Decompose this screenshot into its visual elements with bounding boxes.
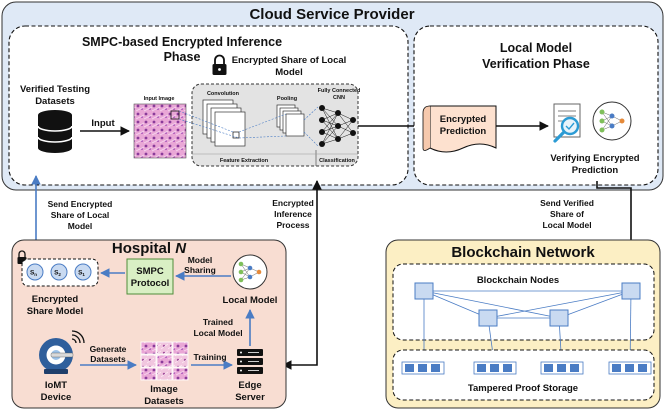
smpc-protocol-box	[126, 258, 174, 295]
blockchain-nodes-area	[392, 263, 655, 341]
edge-server-icon	[237, 349, 263, 374]
verification-phase-title-line1: Local Model	[500, 41, 572, 55]
verified-datasets-label-line2: Datasets	[35, 96, 75, 107]
input-image	[133, 103, 187, 159]
training-label: Training	[193, 352, 226, 362]
edge-server-line1: Edge	[238, 380, 261, 391]
image-datasets-icon	[140, 341, 189, 381]
pooling-layers	[276, 104, 305, 137]
image-datasets-line1: Image	[150, 384, 177, 395]
verifying-label-line1: Verifying Encrypted	[550, 153, 639, 164]
verified-datasets-label-line1: Verified Testing	[20, 84, 90, 95]
cnn-connection-lines	[178, 106, 319, 147]
verification-model-icon	[592, 101, 632, 141]
fully-connected-label-line2: CNN	[333, 95, 345, 101]
encrypted-prediction-line2: Prediction	[440, 126, 487, 137]
tampered-proof-storage-label: Tampered Proof Storage	[468, 383, 578, 394]
send-verified-label-line1: Send Verified	[540, 198, 594, 208]
share-s1: S1	[74, 263, 92, 281]
send-share-label-line1: Send Encrypted	[48, 199, 113, 209]
iomt-device-icon	[39, 338, 74, 374]
encrypted-prediction-document	[429, 105, 497, 153]
blockchain-title: Blockchain Network	[451, 244, 595, 261]
model-sharing-line2: Sharing	[184, 265, 216, 275]
encrypted-prediction-scroll-curl	[422, 105, 431, 151]
send-share-label-line2: Share of Local	[51, 210, 110, 220]
convolution-label: Convolution	[207, 91, 240, 97]
image-datasets-line2: Datasets	[144, 396, 184, 407]
encrypted-share-label-line1: Encrypted Share of Local	[232, 55, 347, 66]
share-sn: Sn	[26, 263, 44, 281]
encrypted-share-label-line2: Model	[275, 67, 302, 78]
share-s2: S2	[50, 263, 68, 281]
verification-phase-box	[413, 25, 659, 186]
hospital-title: Hospital N	[112, 240, 187, 257]
storage-block-chain-1	[401, 361, 445, 375]
cloud-title: Cloud Service Provider	[249, 6, 414, 23]
magnifier-document-icon	[553, 103, 581, 143]
blockchain-node	[478, 309, 498, 327]
cloud-service-provider-region: Cloud Service Provider SMPC-based Encryp…	[1, 1, 664, 191]
model-sharing-line1: Model	[188, 255, 213, 265]
database-icon	[37, 110, 73, 153]
tampered-proof-storage-area	[392, 349, 655, 401]
svg-text:S2: S2	[54, 270, 61, 278]
input-image-label: Input Image	[144, 96, 175, 102]
hospital-region: Hospital N Sn S2 S1 Encrypted Share Mode…	[11, 239, 287, 409]
iomt-device-line1: IoMT	[45, 380, 67, 391]
send-share-label-line3: Model	[68, 221, 93, 231]
encrypted-share-model-line1: Encrypted	[32, 294, 79, 305]
storage-block-chain-2	[473, 361, 517, 375]
inference-label-line3: Process	[276, 220, 309, 230]
smpc-protocol-line1: SMPC	[136, 266, 164, 277]
storage-block-chain-3	[540, 361, 584, 375]
blockchain-node	[549, 309, 569, 327]
encrypted-prediction-line1: Encrypted	[440, 114, 487, 125]
smpc-protocol-line2: Protocol	[131, 278, 170, 289]
local-model-icon	[232, 254, 268, 290]
wifi-icon	[71, 330, 85, 344]
classification-label: Classification	[319, 158, 355, 164]
svg-text:Sn: Sn	[30, 270, 37, 278]
encrypted-share-model-line2: Share Model	[27, 306, 84, 317]
fully-connected-label-line1: Fully Connected	[318, 88, 361, 94]
iomt-device-line2: Device	[41, 392, 72, 403]
generate-datasets-line2: Datasets	[90, 354, 126, 364]
send-verified-label-line2: Share of	[550, 209, 584, 219]
blockchain-nodes-label: Blockchain Nodes	[477, 275, 559, 286]
inference-process-arrow	[282, 180, 322, 370]
blockchain-node	[621, 282, 641, 300]
smpc-phase-title-line1: SMPC-based Encrypted Inference	[82, 35, 282, 49]
inference-label-line2: Inference	[274, 209, 312, 219]
input-label: Input	[91, 118, 115, 129]
smpc-phase-title-line2: Phase	[164, 50, 201, 64]
lock-icon	[212, 54, 227, 75]
storage-block-chain-4	[608, 361, 652, 375]
fully-connected-network	[319, 105, 356, 147]
feature-extraction-label: Feature Extraction	[220, 158, 269, 164]
verifying-label-line2: Prediction	[572, 165, 619, 176]
blockchain-node	[414, 282, 434, 300]
inference-label-line1: Encrypted	[272, 198, 314, 208]
edge-server-line2: Server	[235, 392, 265, 403]
generate-datasets-line1: Generate	[90, 344, 127, 354]
blockchain-region: Blockchain Network Blockchain Nodes	[385, 239, 661, 409]
svg-text:S1: S1	[78, 270, 85, 278]
pooling-label: Pooling	[277, 96, 297, 102]
local-model-label: Local Model	[223, 295, 278, 306]
trained-local-model-line2: Local Model	[193, 328, 242, 338]
send-verified-to-blockchain-arrow	[596, 181, 636, 282]
convolution-layers	[202, 99, 246, 147]
input-image-patch	[170, 110, 180, 120]
verification-phase-title-line2: Verification Phase	[482, 57, 590, 71]
trained-local-model-line1: Trained	[203, 317, 233, 327]
send-verified-label-line3: Local Model	[542, 220, 591, 230]
